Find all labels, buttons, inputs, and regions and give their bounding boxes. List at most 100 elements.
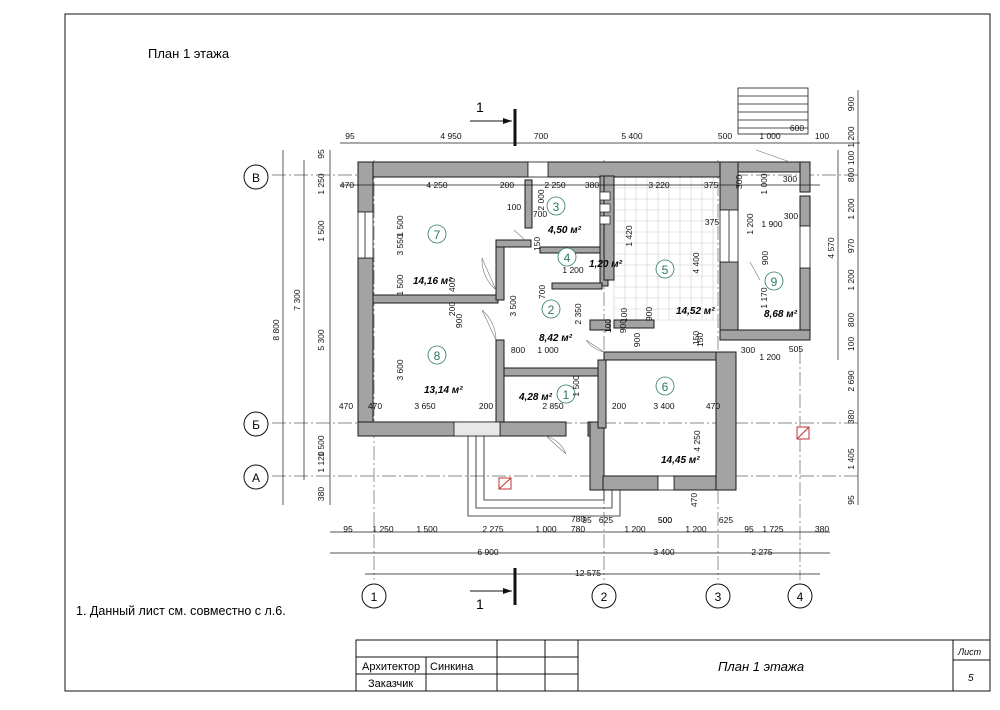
grid-bubble-v: В xyxy=(243,164,269,190)
dim-bottom-row1-4: 1 000 xyxy=(535,524,557,534)
dim-top-outer-1: 4 950 xyxy=(440,131,462,141)
dim-right-chain-3: 800 xyxy=(846,168,856,182)
section-label-bottom: 1 xyxy=(476,596,484,612)
dim-interior-13: 150 xyxy=(532,237,542,251)
dim-interior-0: 3 550 xyxy=(395,234,405,256)
dim-interior-28: 470 xyxy=(706,401,720,411)
dim-interior-42: 470 xyxy=(689,493,699,507)
dim-interior-17: 2 350 xyxy=(573,303,583,325)
dim-top-inner-1: 4 250 xyxy=(426,180,448,190)
svg-text:9: 9 xyxy=(771,275,778,289)
grid-bubble-b: Б xyxy=(243,411,269,437)
dim-left-inner-0: 95 xyxy=(316,149,326,159)
dim-interior-44: 900 xyxy=(632,333,642,347)
dim-bottom-row1-7: 625 xyxy=(599,515,613,525)
dim-interior-12: 375 xyxy=(705,217,719,227)
dim-right-chain-9: 2 690 xyxy=(846,370,856,392)
svg-text:6: 6 xyxy=(662,380,669,394)
porch-steps xyxy=(453,421,621,517)
doors xyxy=(481,149,791,455)
dim-interior-26: 200 xyxy=(612,401,626,411)
dim-bottom-total: 12 575 xyxy=(575,568,601,578)
room-3: 3 4,50 м² xyxy=(546,196,582,236)
dim-bottom-row1-0: 95 xyxy=(343,524,353,534)
dim-bottom-row1-2: 1 500 xyxy=(416,524,438,534)
dim-interior-43: 150 xyxy=(695,333,705,347)
dim-interior-4: 3 650 xyxy=(414,401,436,411)
dim-right-chain-0: 900 xyxy=(846,97,856,111)
grid-bubble-a: А xyxy=(243,464,269,490)
room-labels: 7 14,16 м² 8 13,14 м² 3 4,50 м² 4 1,20 м… xyxy=(413,196,798,466)
dim-top-inner-4: 380 xyxy=(585,180,599,190)
svg-text:4: 4 xyxy=(797,590,804,604)
dim-right-chain-6: 1 200 xyxy=(846,269,856,291)
dim-left-inner-2: 1 500 xyxy=(316,220,326,242)
dim-left-inner-5: 1 120 xyxy=(316,451,326,473)
dim-top-inner-2: 200 xyxy=(500,180,514,190)
dim-bottom-row1-11: 625 xyxy=(719,515,733,525)
dim-interior-30: 300 xyxy=(741,345,755,355)
dim-interior-5: 200 xyxy=(479,401,493,411)
tb-drawing-title: План 1 этажа xyxy=(718,659,804,674)
dim-right-chain-10: 380 xyxy=(846,410,856,424)
dim-right-chain-2: 100 xyxy=(846,151,856,165)
section-mark-top: 1 xyxy=(470,99,517,146)
dim-bottom-row1-6: 95 xyxy=(582,515,592,525)
dim-interior-27: 3 400 xyxy=(653,401,675,411)
dim-interior-9: 2 000 xyxy=(536,189,546,211)
dim-top-outer-5: 1 000 xyxy=(759,131,781,141)
grid-bubble-4: 4 xyxy=(787,583,813,609)
windows xyxy=(357,161,811,491)
tb-sheet-number: 5 xyxy=(968,673,974,684)
dim-left-outer-1: 7 300 xyxy=(292,289,302,311)
svg-text:7: 7 xyxy=(434,228,441,242)
room-6: 6 14,45 м² xyxy=(655,376,700,466)
dim-interior-33: 300 xyxy=(734,175,744,189)
dim-interior-32: 505 xyxy=(789,344,803,354)
section-mark-bottom: 1 xyxy=(470,568,517,612)
dim-interior-34: 900 xyxy=(760,251,770,265)
svg-text:1,20 м²: 1,20 м² xyxy=(589,259,623,270)
dim-left-inner-3: 5 300 xyxy=(316,329,326,351)
tb-role-customer: Заказчик xyxy=(368,678,413,690)
dim-right-inner-1: 1 170 xyxy=(759,287,769,309)
dim-top-inner-0: 470 xyxy=(340,180,354,190)
svg-text:3: 3 xyxy=(553,200,560,214)
svg-text:13,14 м²: 13,14 м² xyxy=(424,385,463,396)
svg-text:4,28 м²: 4,28 м² xyxy=(518,392,553,403)
room-8: 8 13,14 м² xyxy=(424,345,463,396)
walls xyxy=(357,161,811,491)
kitchen-tile-grid xyxy=(613,176,720,321)
room-1: 1 4,28 м² xyxy=(518,384,576,404)
svg-text:4: 4 xyxy=(564,251,571,265)
dim-top-inner-8: 1 900 xyxy=(761,219,783,229)
tb-architect-name: Синкина xyxy=(430,661,474,673)
dim-bottom-row1-1: 1 250 xyxy=(372,524,394,534)
dim-interior-24: 1 500 xyxy=(571,375,581,397)
dim-interior-21: 150 xyxy=(691,331,701,345)
dim-interior-8: 700 xyxy=(533,209,547,219)
dim-interior-16: 3 500 xyxy=(508,295,518,317)
dim-interior-25: 2 850 xyxy=(542,401,564,411)
dim-interior-36: 400 xyxy=(447,278,457,292)
dim-interior-40: 500 xyxy=(658,515,672,525)
svg-text:3: 3 xyxy=(715,590,722,604)
dim-top-inner-6: 375 xyxy=(704,180,718,190)
svg-text:А: А xyxy=(252,471,260,485)
hatched-columns xyxy=(498,426,810,490)
dim-interior-6: 470 xyxy=(339,401,353,411)
dim-interior-3: 3 600 xyxy=(395,359,405,381)
dim-interior-10: 1 420 xyxy=(624,225,634,247)
section-label-top: 1 xyxy=(476,99,484,115)
dim-bottom-row1-8: 1 200 xyxy=(624,524,646,534)
dim-bottom-row1-14: 380 xyxy=(815,524,829,534)
svg-text:1: 1 xyxy=(563,388,570,402)
dim-interior-23: 1 000 xyxy=(537,345,559,355)
dim-interior-39: 470 xyxy=(368,401,382,411)
room-5: 5 14,52 м² xyxy=(655,259,715,317)
dim-left-inner-6: 380 xyxy=(316,487,326,501)
dim-top-outer-6: 100 xyxy=(815,131,829,141)
svg-text:8,42 м²: 8,42 м² xyxy=(539,333,573,344)
